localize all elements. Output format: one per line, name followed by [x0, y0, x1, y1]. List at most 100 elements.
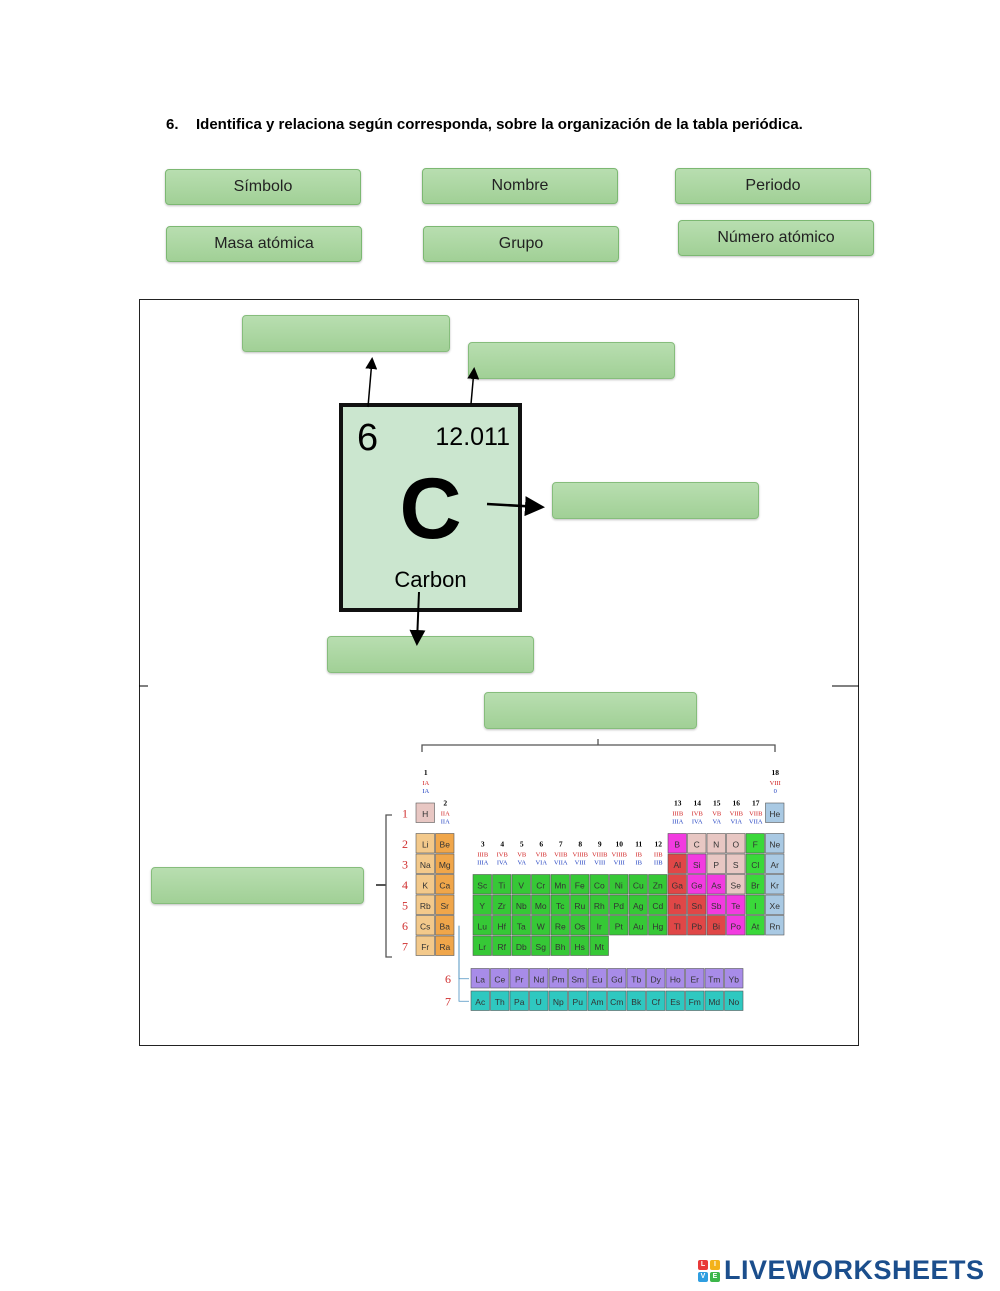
element-cell-symbol: Hg: [652, 921, 663, 931]
element-cell-symbol: Ba: [440, 921, 451, 931]
group-roman-red: VIIIB: [611, 852, 627, 859]
element-cell: Pt: [609, 915, 629, 936]
drop-target-group[interactable]: [484, 692, 697, 729]
element-cell: Fe: [570, 874, 590, 895]
drop-target-symbol[interactable]: [552, 482, 759, 519]
element-cell: Tc: [550, 894, 570, 915]
element-card: 6 12.011 C Carbon: [339, 403, 522, 612]
element-symbol: C: [399, 461, 462, 557]
f-block-symbol: La: [476, 974, 486, 984]
element-cell: Os: [570, 915, 590, 936]
drop-target-atomic-mass[interactable]: [468, 342, 675, 379]
option-grupo[interactable]: Grupo: [423, 226, 619, 262]
period-label: 4: [402, 878, 408, 892]
element-cell: He: [765, 802, 785, 823]
element-cell: Co: [589, 874, 609, 895]
f-period-label: 7: [445, 994, 451, 1008]
element-cell-symbol: Au: [633, 921, 644, 931]
element-cell: Sg: [531, 935, 551, 956]
group-roman-red: VIB: [536, 852, 548, 859]
question-statement: Identifica y relaciona según corresponda…: [196, 116, 803, 133]
group-number: 9: [598, 840, 602, 849]
element-cell: Te: [726, 894, 746, 915]
drop-target-atomic-number[interactable]: [242, 315, 450, 352]
f-block-symbol: Er: [691, 974, 700, 984]
element-cell: Ta: [511, 915, 531, 936]
element-cell: Pd: [609, 894, 629, 915]
group-roman-red: IVB: [692, 811, 704, 818]
drop-target-name[interactable]: [327, 636, 534, 673]
period-label: 2: [402, 837, 408, 851]
element-cell: Bi: [706, 915, 726, 936]
element-cell: W: [531, 915, 551, 936]
element-cell-symbol: C: [694, 839, 700, 849]
f-block-cell: Eu: [587, 968, 607, 989]
option-masa-atomica[interactable]: Masa atómica: [166, 226, 362, 262]
drop-target-period[interactable]: [151, 867, 364, 904]
f-block-cell: Fm: [685, 990, 705, 1011]
f-period-label: 6: [445, 972, 451, 986]
option-numero-atomico[interactable]: Número atómico: [678, 220, 874, 256]
f-block-cell: Yb: [724, 968, 744, 989]
group-number: 14: [694, 799, 702, 808]
f-block-cell: Pr: [509, 968, 529, 989]
group-roman-red: VIIB: [554, 852, 568, 859]
element-cell-symbol: Co: [594, 880, 605, 890]
option-periodo[interactable]: Periodo: [675, 168, 871, 204]
element-cell: Ba: [435, 915, 455, 936]
f-block-symbol: U: [536, 997, 542, 1007]
element-cell-symbol: H: [422, 809, 428, 819]
group-number: 10: [616, 840, 624, 849]
element-cell-symbol: Tl: [674, 921, 681, 931]
element-cell: In: [667, 894, 687, 915]
element-cell-symbol: Ge: [691, 880, 703, 890]
element-cell: Cr: [531, 874, 551, 895]
element-cell: Hf: [492, 915, 512, 936]
f-block-symbol: Sm: [571, 974, 584, 984]
element-cell: K: [415, 874, 435, 895]
element-cell-symbol: Bi: [712, 921, 720, 931]
option-simbolo[interactable]: Símbolo: [165, 169, 361, 205]
group-roman-blue: VIIA: [749, 819, 763, 826]
element-cell-symbol: Ni: [615, 880, 623, 890]
element-cell-symbol: Ga: [672, 880, 684, 890]
group-roman-blue: IIIA: [477, 860, 488, 867]
element-cell: Ca: [435, 874, 455, 895]
group-number: 6: [539, 840, 543, 849]
element-cell: Al: [667, 853, 687, 874]
element-cell-symbol: Hs: [575, 942, 585, 952]
element-cell: P: [706, 853, 726, 874]
element-cell: Na: [415, 853, 435, 874]
element-cell-symbol: Po: [731, 921, 742, 931]
element-cell: N: [706, 833, 726, 854]
element-cell-symbol: Nb: [516, 901, 527, 911]
f-block-cell: Am: [587, 990, 607, 1011]
element-cell: Zn: [648, 874, 668, 895]
group-number: 17: [752, 799, 760, 808]
element-cell: V: [511, 874, 531, 895]
element-cell-symbol: Cd: [652, 901, 663, 911]
group-roman-blue: IIB: [654, 860, 663, 867]
group-number: 3: [481, 840, 485, 849]
group-roman-blue: 0: [774, 788, 777, 795]
element-cell-symbol: Os: [574, 921, 585, 931]
f-block-cell: Tm: [704, 968, 724, 989]
element-cell-symbol: Ir: [597, 921, 602, 931]
group-number: 8: [578, 840, 582, 849]
element-cell: Ir: [589, 915, 609, 936]
group-roman-blue: VIA: [535, 860, 547, 867]
f-block-symbol: Ho: [670, 974, 681, 984]
element-cell: S: [726, 853, 746, 874]
element-cell: Mo: [531, 894, 551, 915]
option-nombre[interactable]: Nombre: [422, 168, 618, 204]
exercise-frame: [139, 299, 859, 1046]
group-roman-blue: VA: [712, 819, 721, 826]
element-cell: Rn: [765, 915, 785, 936]
f-block-cell: Gd: [607, 968, 627, 989]
group-roman-red: IB: [636, 852, 643, 859]
element-cell: Au: [628, 915, 648, 936]
element-cell-symbol: Ag: [633, 901, 644, 911]
f-block-symbol: Yb: [729, 974, 740, 984]
